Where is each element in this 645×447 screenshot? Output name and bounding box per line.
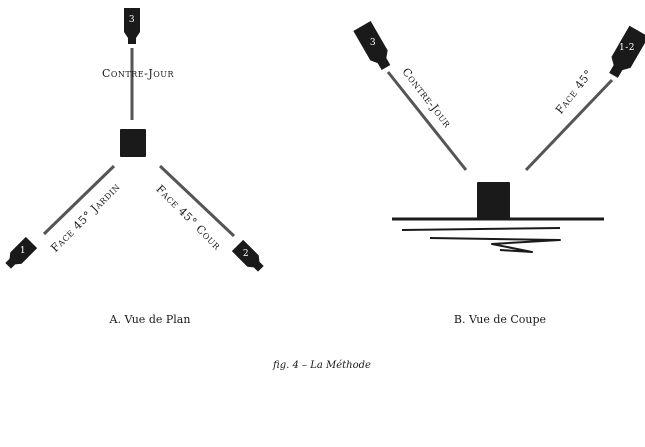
plan-light-right-icon bbox=[231, 239, 264, 272]
section-beam-right bbox=[524, 78, 614, 172]
section-beam-left bbox=[386, 71, 468, 171]
section-light-left-icon bbox=[353, 20, 391, 71]
plan-view: 3 Contre-Jour 1 Face 45° Jardin 2 Face 4… bbox=[5, 8, 264, 272]
plan-beam-top-label: Contre-Jour bbox=[102, 67, 175, 80]
section-light-right-number: 1-2 bbox=[619, 43, 635, 53]
section-subject-block bbox=[477, 182, 510, 219]
plan-light-top-number: 3 bbox=[129, 15, 135, 25]
section-light-right: 1-2 bbox=[609, 25, 645, 78]
plan-caption: A. Vue de Plan bbox=[109, 313, 191, 326]
plan-light-right: 2 bbox=[231, 239, 264, 272]
section-light-left: 3 bbox=[353, 20, 391, 71]
plan-beam-left bbox=[42, 164, 116, 236]
section-floor-scribble bbox=[401, 227, 561, 253]
plan-light-left-icon bbox=[5, 236, 38, 269]
figure-caption: fig. 4 – La Méthode bbox=[273, 360, 371, 371]
section-light-left-number: 3 bbox=[370, 38, 376, 48]
plan-light-top: 3 bbox=[124, 8, 140, 44]
plan-light-top-icon bbox=[124, 8, 140, 44]
plan-subject-block bbox=[120, 129, 146, 157]
plan-light-right-number: 2 bbox=[243, 249, 249, 259]
plan-light-left: 1 bbox=[5, 236, 38, 269]
plan-light-left-number: 1 bbox=[20, 246, 26, 256]
section-beam-right-label: Face 45° bbox=[553, 67, 595, 116]
section-view: 3 Contre-Jour 1-2 Face 45° bbox=[353, 20, 645, 253]
plan-beam-right bbox=[158, 164, 236, 238]
section-light-right-icon bbox=[609, 25, 645, 78]
section-caption: B. Vue de Coupe bbox=[453, 313, 547, 326]
